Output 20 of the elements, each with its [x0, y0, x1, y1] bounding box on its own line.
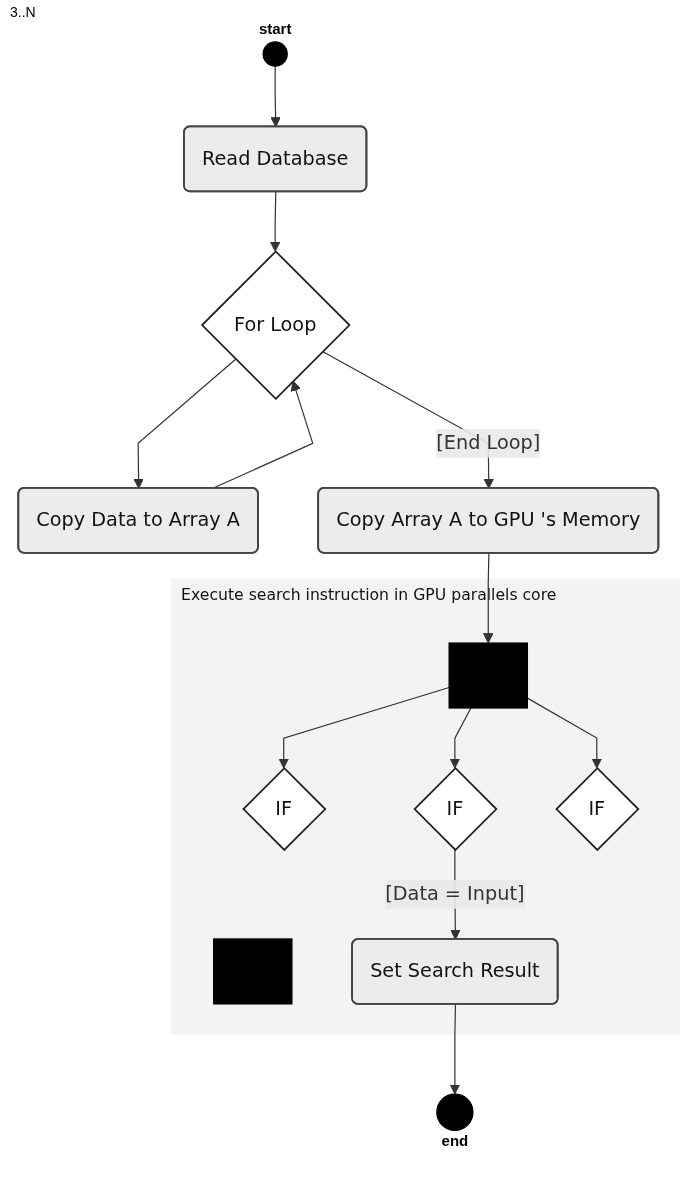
multiplicity-note: 3..N: [10, 4, 36, 20]
node-diamond: IF: [555, 766, 640, 852]
arrow: [482, 552, 494, 644]
node-diamond: For Loop: [200, 250, 351, 401]
arrow: [270, 65, 281, 128]
node-circle: [262, 41, 288, 67]
node-circle: [436, 1093, 474, 1131]
node-bar: [213, 938, 293, 1005]
arrow: [449, 1003, 461, 1095]
node-diamond: IF: [242, 766, 327, 852]
arrow: [133, 358, 237, 489]
edge-label: [End Loop]: [436, 431, 541, 455]
arrow: [278, 686, 450, 769]
node-caption: end: [441, 1132, 469, 1150]
node-diamond: IF: [413, 766, 498, 852]
node-caption: start: [258, 19, 292, 37]
node-bar: [448, 642, 528, 709]
arrow: [269, 191, 281, 252]
arrow: [449, 707, 472, 769]
edge-label: [Data = Input]: [385, 882, 525, 906]
